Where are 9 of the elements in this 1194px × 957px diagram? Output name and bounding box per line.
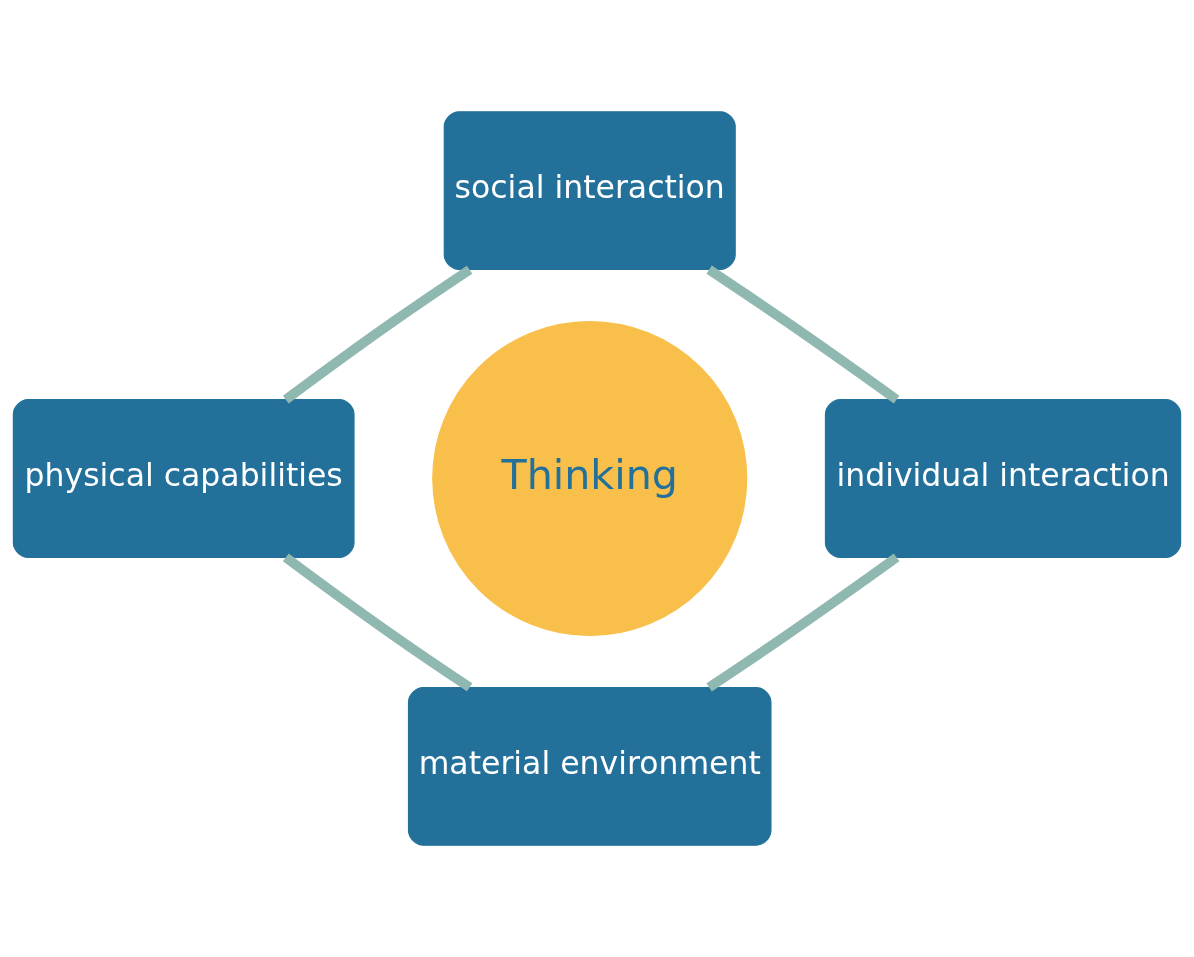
node-circle: Thinking [432, 320, 748, 637]
connector [706, 265, 900, 404]
node-box: physical capabilities [12, 399, 355, 558]
node-box: individual interaction [824, 399, 1182, 558]
connector [282, 553, 473, 692]
connector [282, 265, 473, 404]
node-box: social interaction [443, 111, 736, 271]
node-box: material environment [407, 686, 772, 846]
connector [706, 553, 900, 692]
